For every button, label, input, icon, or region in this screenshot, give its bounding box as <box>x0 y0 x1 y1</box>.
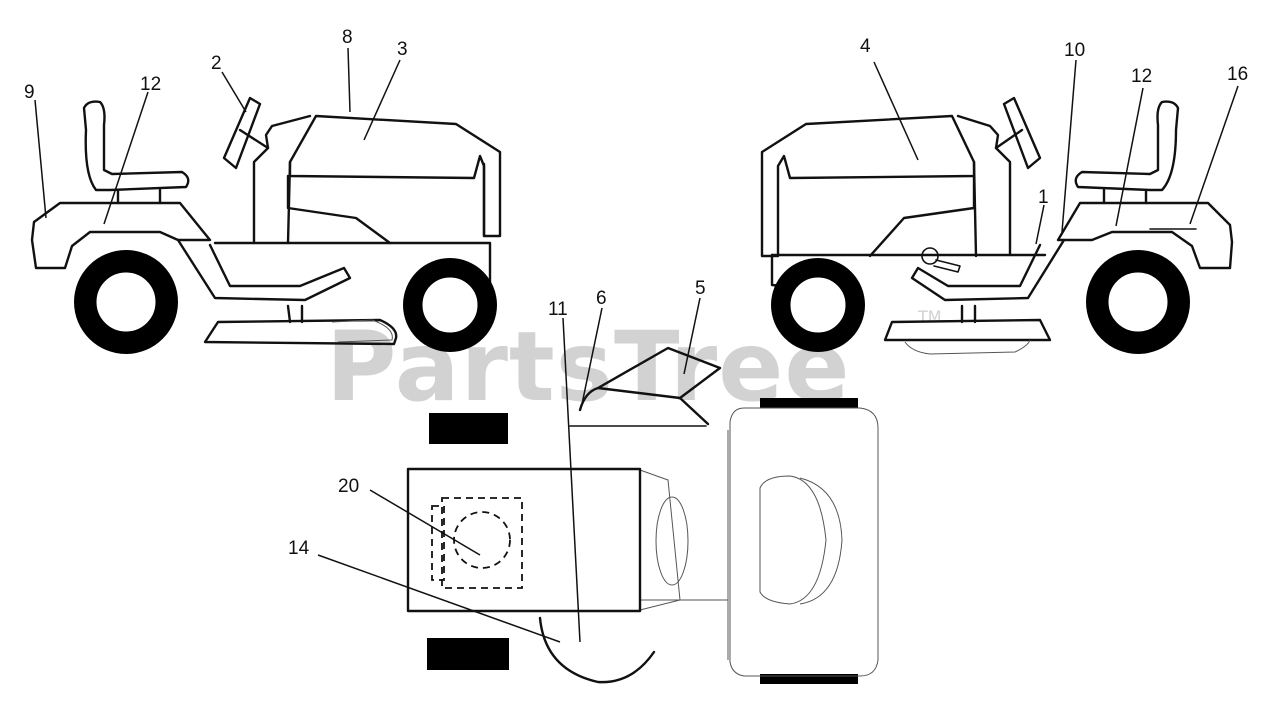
callout-4: 4 <box>860 36 871 57</box>
decal-bar-top-right <box>760 398 858 408</box>
seat-flap <box>578 346 722 412</box>
tractor-top-view <box>406 346 879 684</box>
seat-right <box>1074 100 1180 192</box>
collector-curve <box>538 616 656 684</box>
watermark-trademark: TM <box>917 307 942 326</box>
decal-bar-bottom-left <box>427 638 509 670</box>
callout-1: 1 <box>1038 187 1049 208</box>
rear-fender-right <box>1056 201 1234 270</box>
leader-lines <box>34 47 1239 643</box>
callout-6: 6 <box>596 288 607 309</box>
callout-9: 9 <box>24 82 35 103</box>
callout-8: 8 <box>342 27 353 48</box>
callout-labels: 9 12 2 8 3 4 10 12 16 1 5 6 11 20 14 <box>24 27 1248 559</box>
callout-2: 2 <box>211 53 222 74</box>
tractor-left-side-view <box>30 96 502 354</box>
steering-wheel-right <box>1002 96 1042 170</box>
callout-10: 10 <box>1064 40 1085 61</box>
callout-5: 5 <box>695 278 706 299</box>
hood-top-outline <box>729 407 879 677</box>
decal-bar-top-left <box>429 413 508 444</box>
callout-12-right: 12 <box>1131 66 1152 87</box>
callout-16: 16 <box>1227 64 1248 85</box>
callout-14: 14 <box>288 538 310 559</box>
steering-wheel-left <box>222 96 262 170</box>
seat-top-view <box>406 467 642 613</box>
hood-left <box>288 114 502 238</box>
seat-left <box>82 100 190 192</box>
callout-12-left: 12 <box>140 74 161 95</box>
mower-deck-right <box>883 318 1052 342</box>
rear-fender-left <box>30 201 212 270</box>
tractor-right-side-view <box>760 96 1234 355</box>
callout-3: 3 <box>397 39 408 60</box>
mower-deck-left <box>203 318 398 346</box>
callout-20: 20 <box>338 476 359 497</box>
decal-bar-bottom-right <box>760 674 858 684</box>
callout-11: 11 <box>548 299 568 320</box>
hood-right <box>760 114 976 258</box>
